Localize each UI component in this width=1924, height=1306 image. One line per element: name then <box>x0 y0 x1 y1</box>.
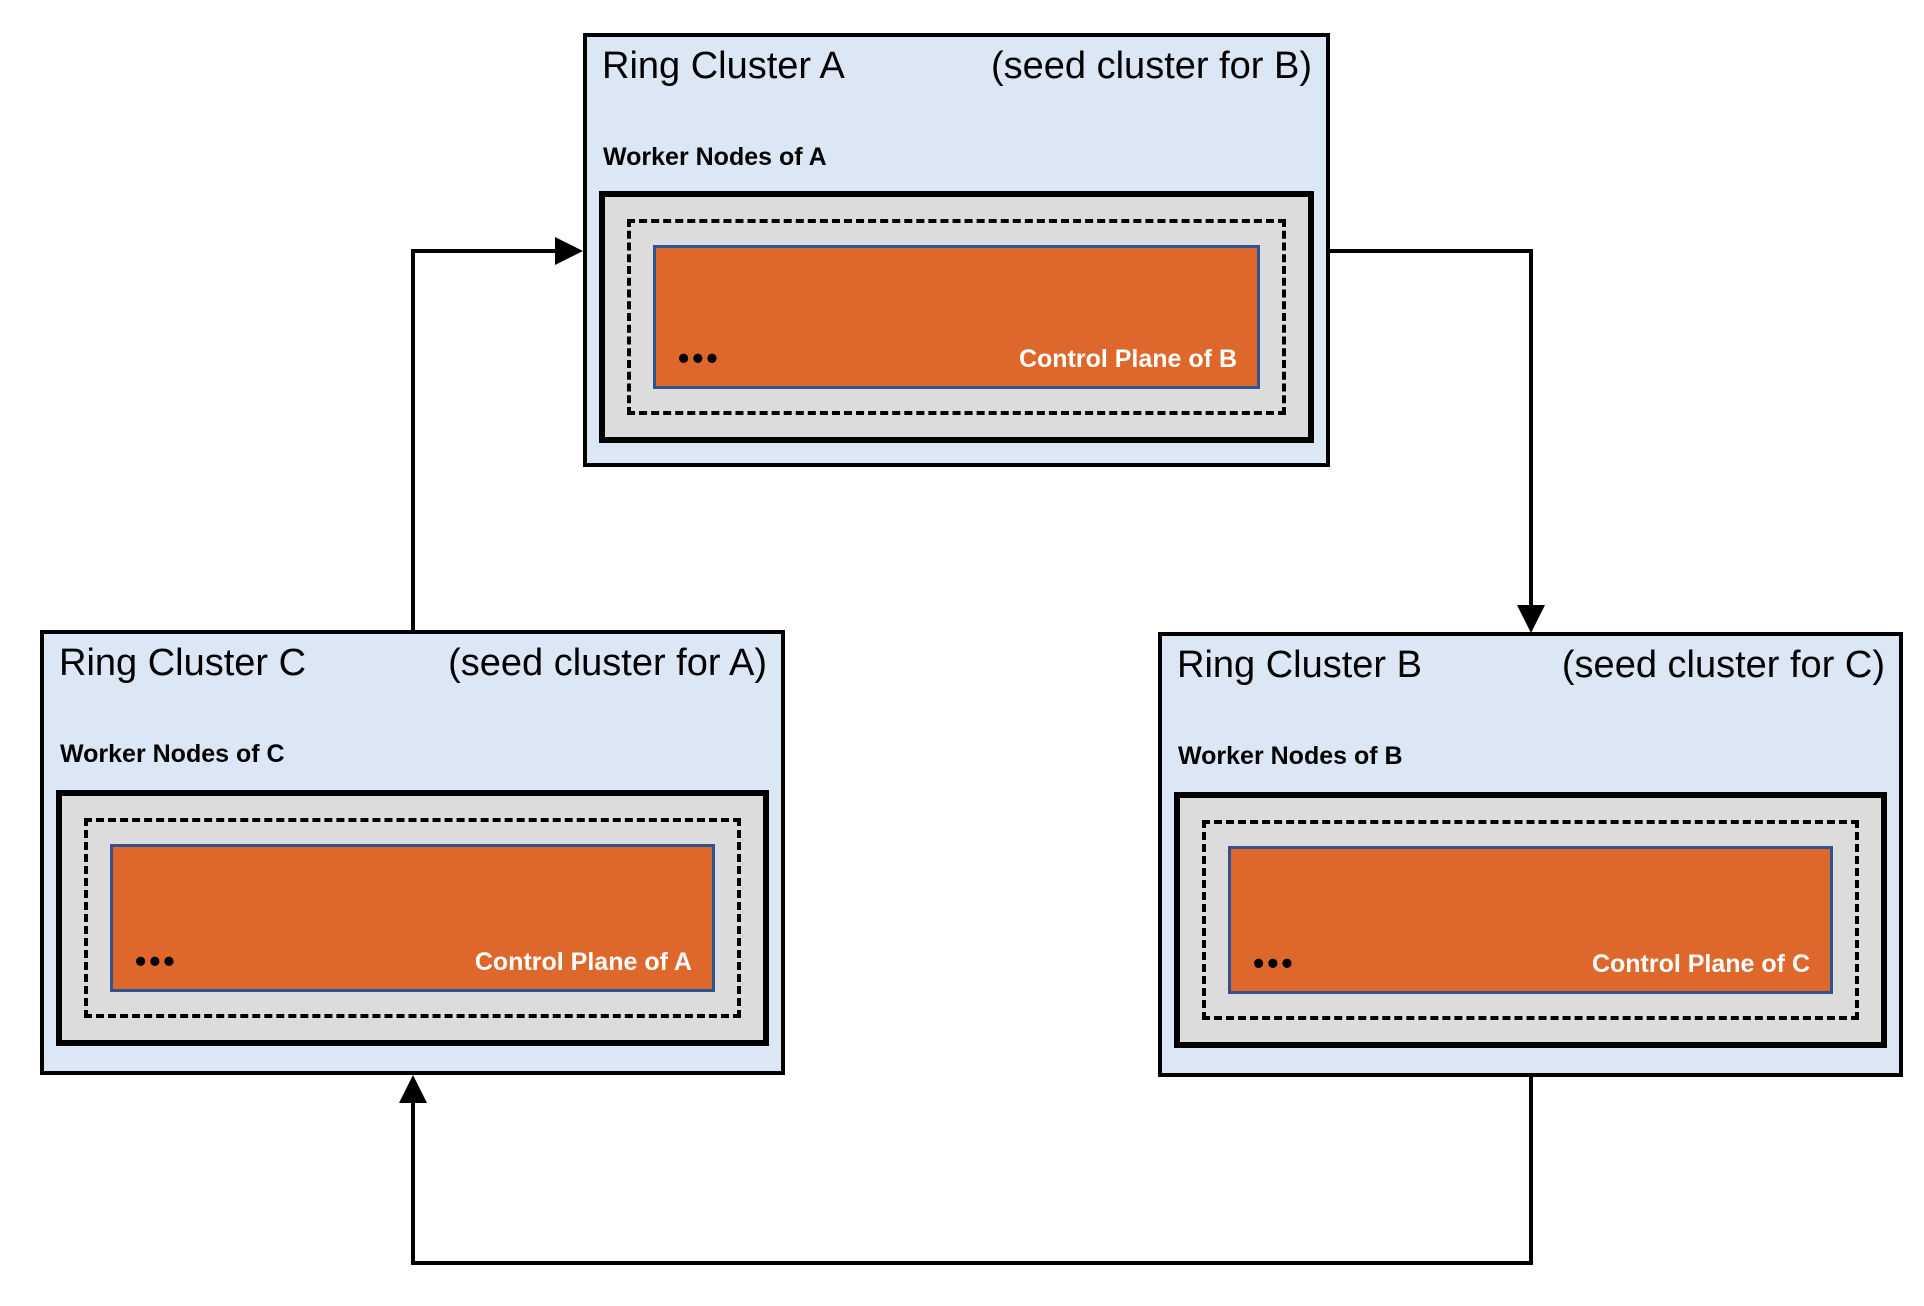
cluster-b-worker-nodes-label: Worker Nodes of B <box>1178 742 1403 770</box>
cluster-a-control-plane-slot: ••• Control Plane of B <box>627 219 1286 415</box>
cluster-box-b: Ring Cluster B (seed cluster for C) Work… <box>1158 632 1903 1077</box>
connector-b-to-c-vertical-right <box>1529 1075 1533 1265</box>
connector-b-to-c-vertical-left <box>411 1100 415 1265</box>
cluster-b-worker-node-group: ••• Control Plane of C <box>1174 792 1887 1048</box>
cluster-c-worker-nodes-label: Worker Nodes of C <box>60 740 285 768</box>
ellipsis-dots: ••• <box>135 943 178 979</box>
cluster-c-control-plane-slot: ••• Control Plane of A <box>84 818 741 1018</box>
arrow-right-icon <box>555 237 583 265</box>
cluster-b-control-plane-box: ••• Control Plane of C <box>1228 846 1833 994</box>
connector-c-to-a-vertical <box>411 249 415 632</box>
cluster-a-title-row: Ring Cluster A (seed cluster for B) <box>602 45 1312 88</box>
ellipsis-dots: ••• <box>1253 945 1296 981</box>
cluster-a-control-plane-box: ••• Control Plane of B <box>653 245 1260 389</box>
connector-b-to-c-horizontal <box>411 1261 1533 1265</box>
cluster-b-seed-note: (seed cluster for C) <box>1561 644 1885 686</box>
cluster-b-control-plane-slot: ••• Control Plane of C <box>1202 820 1859 1020</box>
connector-a-to-b-horizontal <box>1328 249 1533 253</box>
connector-c-to-a-horizontal <box>411 249 559 253</box>
arrow-down-icon <box>1517 605 1545 633</box>
cluster-a-worker-nodes-label: Worker Nodes of A <box>603 143 827 171</box>
connector-a-to-b-vertical <box>1529 249 1533 608</box>
arrow-up-icon <box>399 1075 427 1103</box>
cluster-a-title: Ring Cluster A <box>602 45 845 87</box>
cluster-b-title-row: Ring Cluster B (seed cluster for C) <box>1177 644 1885 687</box>
cluster-box-a: Ring Cluster A (seed cluster for B) Work… <box>583 33 1330 467</box>
cluster-box-c: Ring Cluster C (seed cluster for A) Work… <box>40 630 785 1075</box>
cluster-b-title: Ring Cluster B <box>1177 644 1422 686</box>
cluster-c-worker-node-group: ••• Control Plane of A <box>56 790 769 1046</box>
cluster-b-control-plane-label: Control Plane of C <box>1591 950 1810 978</box>
cluster-a-control-plane-label: Control Plane of B <box>1018 345 1237 373</box>
cluster-c-title-row: Ring Cluster C (seed cluster for A) <box>59 642 767 685</box>
cluster-c-control-plane-box: ••• Control Plane of A <box>110 844 715 992</box>
ellipsis-dots: ••• <box>678 340 721 376</box>
cluster-a-worker-node-group: ••• Control Plane of B <box>599 191 1314 443</box>
cluster-c-title: Ring Cluster C <box>59 642 307 684</box>
cluster-c-control-plane-label: Control Plane of A <box>474 948 692 976</box>
cluster-c-seed-note: (seed cluster for A) <box>448 642 767 684</box>
cluster-a-seed-note: (seed cluster for B) <box>991 45 1312 87</box>
